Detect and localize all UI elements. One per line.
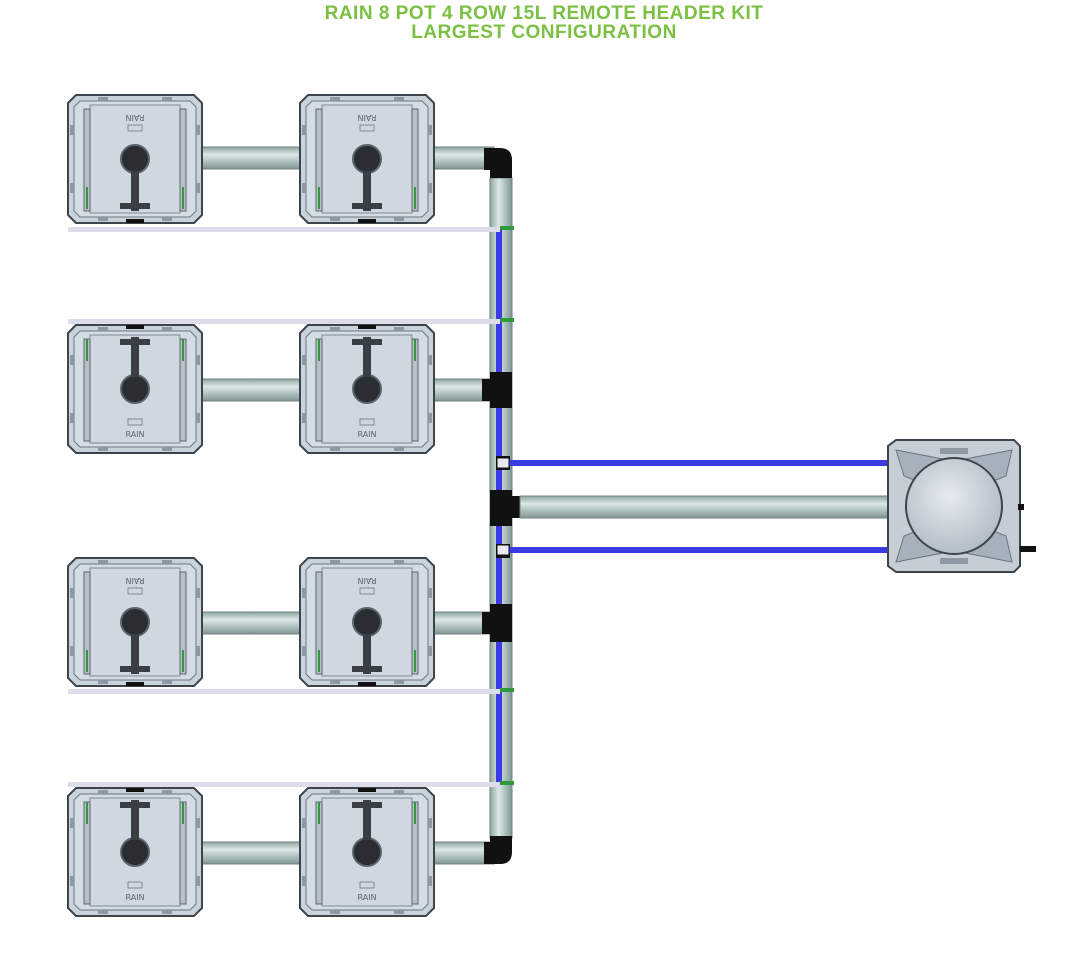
pump-outlet-icon — [1018, 504, 1036, 552]
row-pipe-3 — [199, 611, 305, 635]
elbow-fitting-icon — [484, 148, 512, 178]
feed-line-upper — [508, 460, 890, 466]
drip-connectors — [500, 226, 514, 785]
pot-icon — [68, 558, 202, 686]
pot-icon — [300, 325, 434, 453]
title-line-2: LARGEST CONFIGURATION — [411, 22, 677, 43]
pot-icon — [300, 95, 434, 223]
drip-line-2 — [68, 319, 500, 324]
pot-icon — [300, 558, 434, 686]
row-pipe-1 — [199, 146, 305, 170]
title-line-1: RAIN 8 POT 4 ROW 15L REMOTE HEADER KIT — [324, 3, 764, 24]
pot-icon — [300, 788, 434, 916]
row-pipe-4 — [199, 841, 305, 865]
pot-icon — [68, 95, 202, 223]
feed-line-lower — [508, 547, 890, 553]
reservoir-icon — [887, 439, 1021, 573]
pot-icon — [68, 788, 202, 916]
elbow-fitting-icon — [484, 836, 512, 864]
drip-line-1 — [68, 227, 500, 232]
reservoir-pipe — [519, 495, 891, 519]
drip-line-4 — [68, 782, 500, 787]
row-pipe-2 — [199, 378, 305, 402]
drip-line-3 — [68, 689, 500, 694]
pot-icon — [68, 325, 202, 453]
